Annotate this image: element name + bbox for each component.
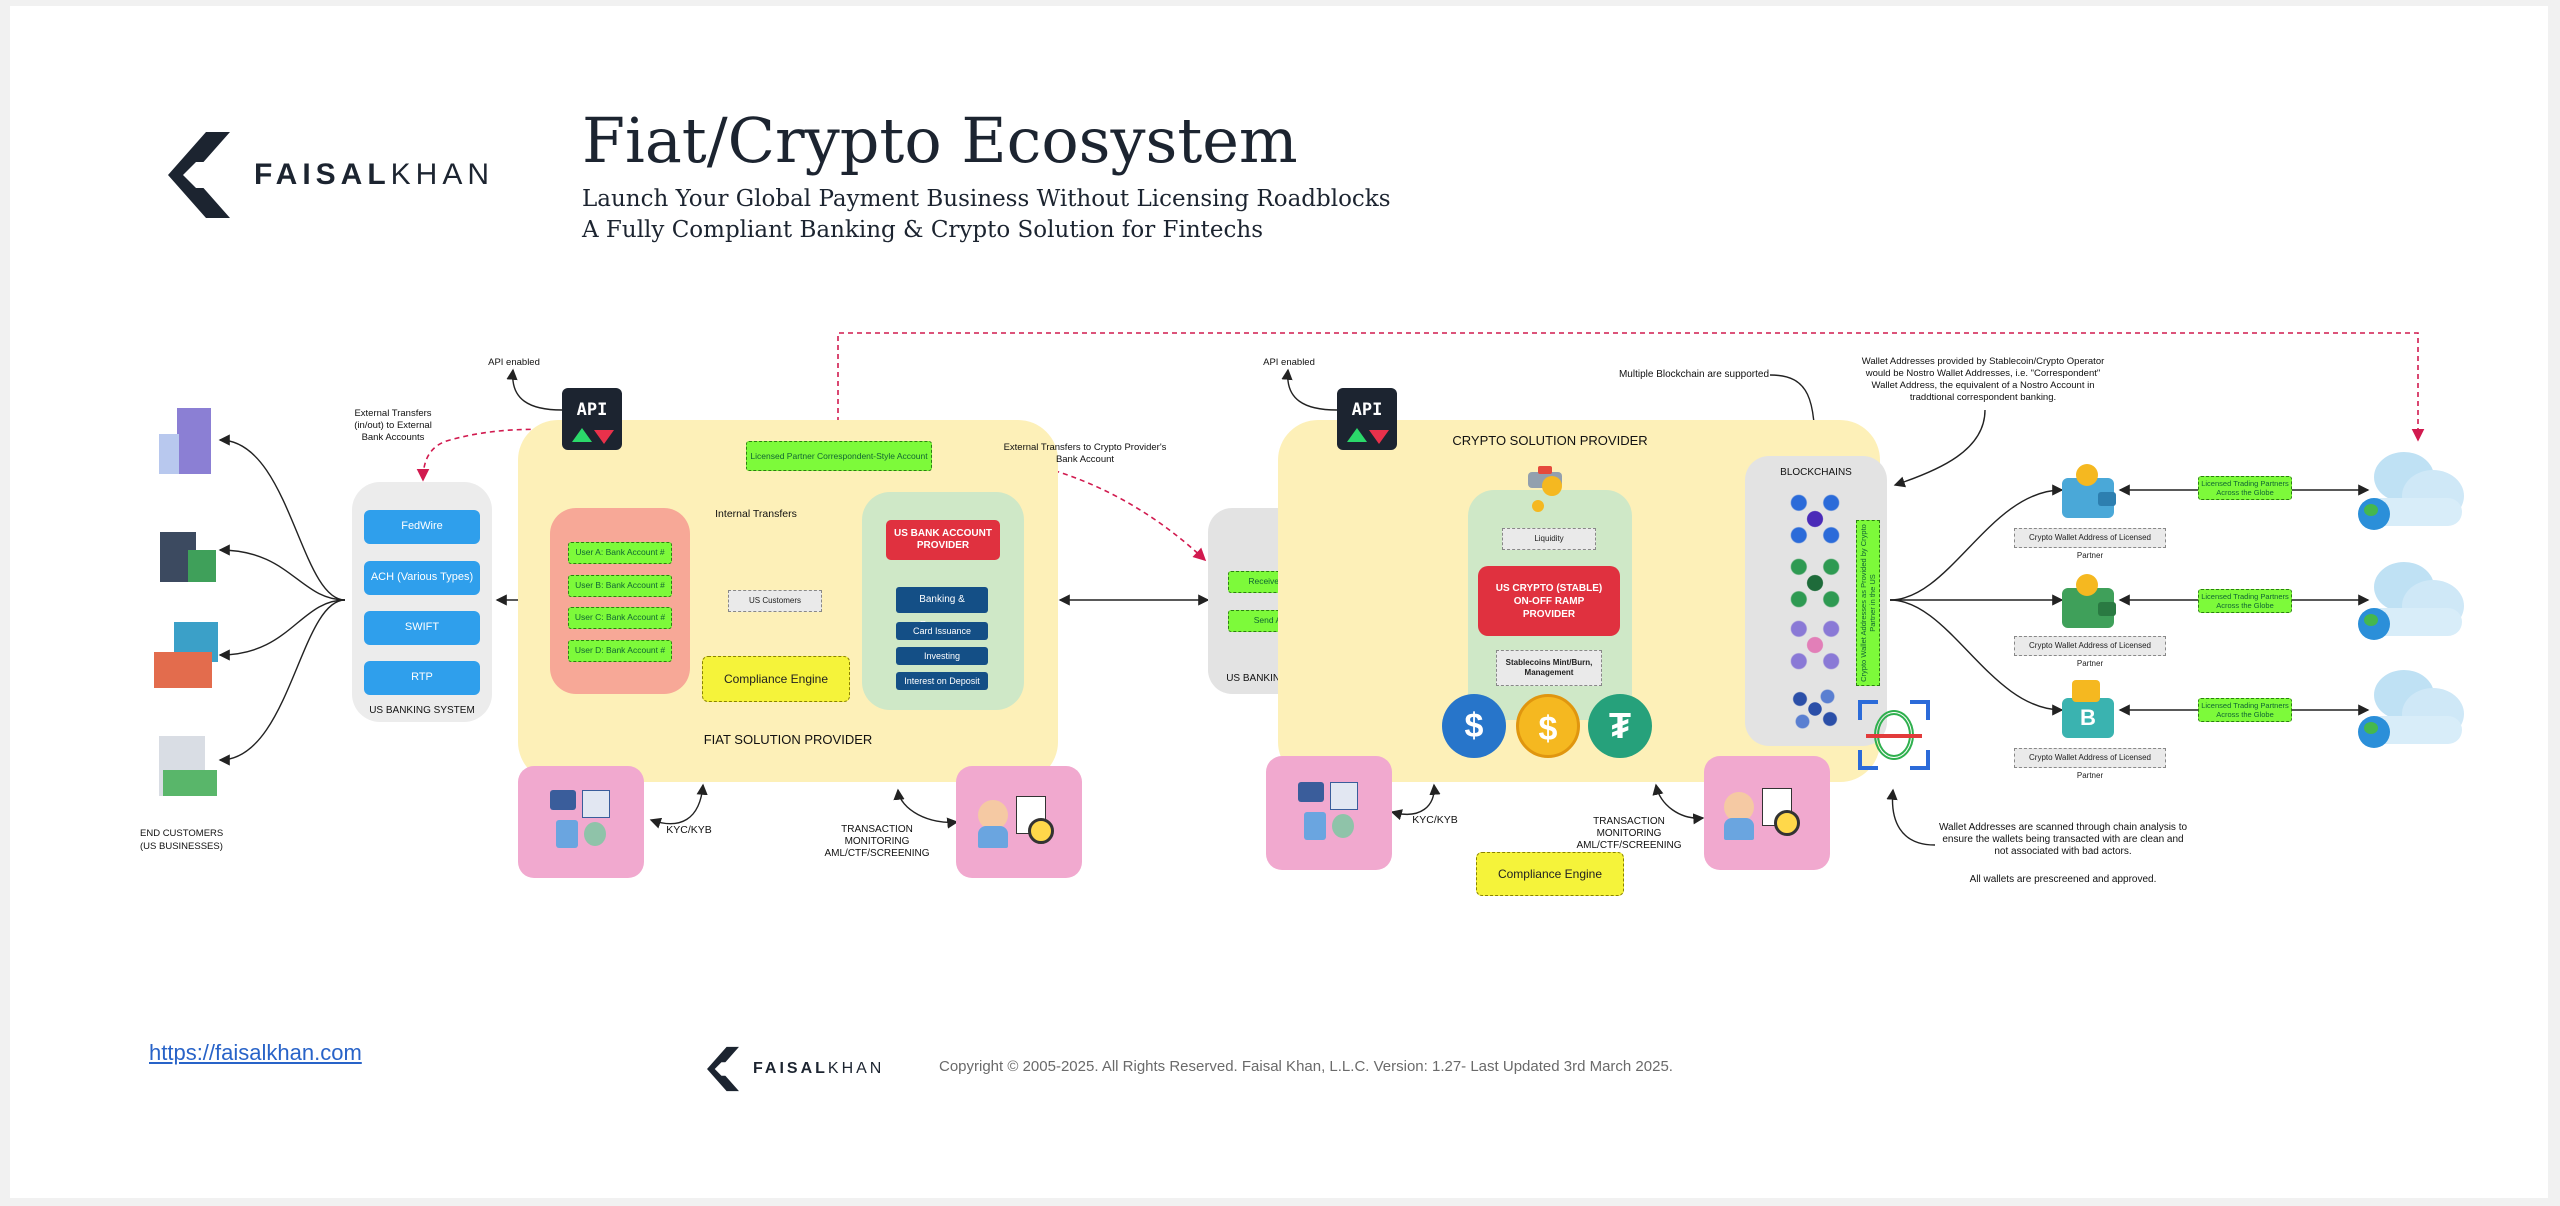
trading-partners-1[interactable]: Licensed Trading Partners Across the Glo… [2198, 476, 2292, 500]
service-banking-payments[interactable]: Banking & Payments [896, 587, 988, 631]
blockchain-node-icon-3 [1788, 618, 1842, 672]
store-building-icon [155, 730, 221, 796]
crypto-compliance-engine[interactable]: Compliance Engine [1476, 852, 1624, 896]
building-icon [155, 408, 221, 476]
fiat-tx-monitoring-label: TRANSACTION MONITORING AML/CTF/SCREENING [824, 824, 930, 859]
crypto-api-enabled-label: API enabled [1263, 357, 1315, 368]
liquidity-box: Liquidity [1502, 528, 1596, 550]
trading-partners-3[interactable]: Licensed Trading Partners Across the Glo… [2198, 698, 2292, 722]
kyc-document-icon [550, 790, 610, 850]
crypto-tx-monitoring-label: TRANSACTION MONITORING AML/CTF/SCREENING [1576, 816, 1682, 851]
footer-chevron-logo [707, 1046, 739, 1092]
crypto-api-icon: API [1337, 388, 1397, 450]
footer-brand-light: KHAN [827, 1060, 885, 1077]
wallet-addresses-vertical-text: Crypto Wallet Addresses as Provided by C… [1859, 524, 1877, 682]
partner-wallet-3: Crypto Wallet Address of Licensed Partne… [2014, 748, 2166, 780]
footer-copyright: Copyright © 2005-2025. All Rights Reserv… [939, 1058, 1673, 1075]
globe-cloud-icon-3 [2358, 670, 2466, 754]
licensed-partner-account[interactable]: Licensed Partner Correspondent-Style Acc… [746, 441, 932, 471]
us-bank-account-provider[interactable]: US BANK ACCOUNT PROVIDER [886, 520, 1000, 560]
mint-burn-box: Stablecoins Mint/Burn, Management [1496, 650, 1602, 686]
fingerprint-scan-icon [1858, 700, 1930, 770]
analyst-magnifier-icon [978, 796, 1058, 850]
partner-wallet-2: Crypto Wallet Address of Licensed Partne… [2014, 636, 2166, 668]
blockchain-node-icon-4 [1790, 684, 1840, 734]
crypto-solution-provider-label: CRYPTO SOLUTION PROVIDER [1452, 433, 1648, 448]
api-enabled-label: API enabled [488, 357, 540, 368]
us-customers-box: US Customers [728, 590, 822, 612]
rail-swift[interactable]: SWIFT [364, 611, 480, 645]
brand-name-light: KHAN [390, 158, 495, 191]
office-building-icon [158, 526, 218, 582]
usdc-coin-icon: $ [1442, 694, 1506, 758]
fiat-kyc-label: KYC/KYB [666, 824, 712, 836]
bank-building-icon [152, 622, 222, 688]
rail-ach[interactable]: ACH (Various Types) [364, 561, 480, 595]
partner-wallet-1: Crypto Wallet Address of Licensed Partne… [2014, 528, 2166, 560]
end-customers-label: END CUSTOMERS (US BUSINESSES) [140, 828, 224, 852]
liquidity-tap-icon [1518, 466, 1568, 516]
api-icon: API [562, 388, 622, 450]
footer-brand-bold: FAISAL [753, 1060, 828, 1077]
user-account-a[interactable]: User A: Bank Account # [568, 542, 672, 564]
footer-wordmark: FAISALKHAN [753, 1060, 884, 1078]
blockchain-node-icon-2 [1788, 556, 1842, 610]
bitcoin-wallet-icon: B [2058, 680, 2120, 740]
fiat-compliance-engine[interactable]: Compliance Engine [702, 656, 850, 702]
external-transfers-crypto-label: External Transfers to Crypto Provider's … [1003, 442, 1167, 465]
brand-wordmark: FAISALKHAN [254, 158, 494, 192]
crypto-analyst-magnifier-icon [1724, 788, 1804, 842]
blockchains-label: BLOCKCHAINS [1780, 467, 1852, 478]
wallet-icon-2 [2058, 574, 2120, 630]
page-title: Fiat/Crypto Ecosystem [582, 104, 1298, 177]
crypto-kyc-document-icon [1298, 782, 1358, 842]
crypto-kyc-label: KYC/KYB [1412, 814, 1458, 826]
globe-cloud-icon-1 [2358, 452, 2466, 536]
tether-coin-icon: ₮ [1588, 694, 1652, 758]
service-card-issuance[interactable]: Card Issuance [896, 622, 988, 640]
multi-chain-label: Multiple Blockchain are supported [1618, 369, 1770, 380]
fiat-solution-provider-label: FIAT SOLUTION PROVIDER [703, 732, 873, 747]
globe-cloud-icon-2 [2358, 562, 2466, 646]
user-accounts-panel [550, 508, 690, 694]
brand-name-bold: FAISAL [254, 158, 391, 191]
nostro-note: Wallet Addresses provided by Stablecoin/… [1861, 356, 2105, 403]
us-banking-system-label: US BANKING SYSTEM [369, 705, 475, 716]
prescreened-note: All wallets are prescreened and approved… [1969, 874, 2157, 885]
brand-chevron-logo [168, 132, 230, 218]
kyc-panel [518, 766, 644, 878]
wallet-icon-1 [2058, 464, 2120, 520]
blockchain-node-icon-1 [1788, 492, 1842, 546]
internal-transfers-label: Internal Transfers [715, 508, 797, 520]
service-interest-on-deposit[interactable]: Interest on Deposit [896, 672, 988, 690]
page-subtitle-1: Launch Your Global Payment Business With… [582, 186, 1391, 212]
chain-analysis-note: Wallet Addresses are scanned through cha… [1938, 822, 2188, 857]
rail-fedwire[interactable]: FedWire [364, 510, 480, 544]
external-transfers-label: External Transfers (in/out) to External … [354, 408, 432, 443]
service-investing[interactable]: Investing [896, 647, 988, 665]
footer-website-link[interactable]: https://faisalkhan.com [149, 1040, 362, 1065]
trading-partners-2[interactable]: Licensed Trading Partners Across the Glo… [2198, 589, 2292, 613]
rail-rtp[interactable]: RTP [364, 661, 480, 695]
user-account-d[interactable]: User D: Bank Account # [568, 640, 672, 662]
crypto-kyc-panel [1266, 756, 1392, 870]
ramp-provider[interactable]: US CRYPTO (STABLE) ON-OFF RAMP PROVIDER [1478, 566, 1620, 636]
dollar-coin-icon: $ [1516, 694, 1580, 758]
page-subtitle-2: A Fully Compliant Banking & Crypto Solut… [582, 217, 1264, 243]
user-account-c[interactable]: User C: Bank Account # [568, 607, 672, 629]
user-account-b[interactable]: User B: Bank Account # [568, 575, 672, 597]
wallet-addresses-vertical: Crypto Wallet Addresses as Provided by C… [1856, 520, 1880, 686]
